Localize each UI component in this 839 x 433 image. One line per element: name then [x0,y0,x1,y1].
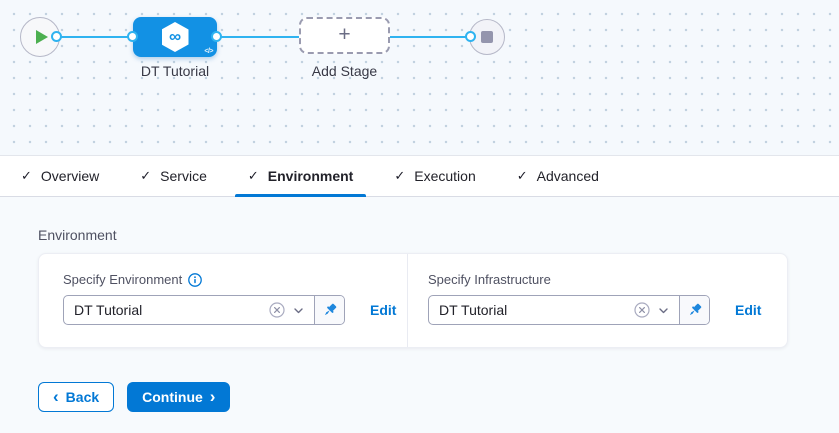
check-icon: ✓ [21,168,32,183]
tab-label: Execution [414,168,476,184]
stage-node-dt-tutorial[interactable]: ∞ </> [133,17,217,57]
environment-select-value: DT Tutorial [74,302,143,318]
tab-service[interactable]: ✓ Service [127,156,220,196]
deploy-stage-icon: ∞ [161,22,189,52]
add-stage-label: Add Stage [311,63,378,79]
tab-label: Environment [267,168,354,184]
infrastructure-select[interactable]: DT Tutorial [428,295,710,325]
pin-button[interactable] [679,296,709,324]
chevron-down-icon[interactable] [657,304,670,317]
tab-overview[interactable]: ✓ Overview [8,156,112,196]
infrastructure-field-group: Specify Infrastructure DT Tutorial [428,272,761,325]
continue-button-label: Continue [142,389,203,405]
start-node-port[interactable] [51,31,62,42]
stage-right-port[interactable] [211,31,222,42]
end-node-port[interactable] [465,31,476,42]
tab-advanced[interactable]: ✓ Advanced [504,156,612,196]
footer-actions: ‹ Back Continue › [38,382,801,412]
clear-icon[interactable] [634,302,650,318]
environment-field-group: Specify Environment DT Tutorial [63,272,407,325]
infrastructure-edit-link[interactable]: Edit [735,302,762,318]
play-icon [36,30,48,44]
check-icon: ✓ [247,168,259,183]
back-button[interactable]: ‹ Back [38,382,115,412]
tab-environment[interactable]: ✓ Environment [234,156,367,197]
continue-button[interactable]: Continue › [127,382,231,412]
add-stage-button[interactable]: + [299,17,390,54]
infrastructure-field-label: Specify Infrastructure [428,272,551,287]
infrastructure-select-value: DT Tutorial [439,302,508,318]
stage-tabbar: ✓ Overview ✓ Service ✓ Environment ✓ Exe… [0,155,839,197]
environment-field-label: Specify Environment [63,272,183,287]
environment-card: Specify Environment DT Tutorial [38,253,788,348]
environment-edit-link[interactable]: Edit [370,302,397,318]
card-divider [407,254,408,347]
back-button-label: Back [65,389,100,405]
tab-label: Advanced [536,168,599,184]
pin-icon [689,303,701,316]
chevron-right-icon: › [209,386,216,406]
tab-execution[interactable]: ✓ Execution [381,156,488,196]
info-icon[interactable] [188,272,203,287]
tab-label: Service [160,168,207,184]
chevron-left-icon: ‹ [53,386,59,406]
environment-select[interactable]: DT Tutorial [63,295,345,325]
check-icon: ✓ [516,168,528,183]
plus-icon: + [338,23,351,46]
pipeline-link-line [55,36,472,38]
pin-button[interactable] [314,296,344,324]
check-icon: ✓ [140,168,152,183]
clear-icon[interactable] [269,302,285,318]
chevron-down-icon[interactable] [292,304,305,317]
stage-left-port[interactable] [127,31,138,42]
code-badge-icon: </> [204,48,213,55]
check-icon: ✓ [394,168,406,183]
pipeline-canvas: ∞ </> DT Tutorial + Add Stage [0,0,839,155]
section-title: Environment [38,227,117,243]
environment-panel: Environment Specify Environment DT T [0,197,839,433]
pin-icon [324,303,336,316]
stop-icon [481,31,493,43]
tab-label: Overview [40,168,100,184]
stage-label: DT Tutorial [140,63,210,79]
